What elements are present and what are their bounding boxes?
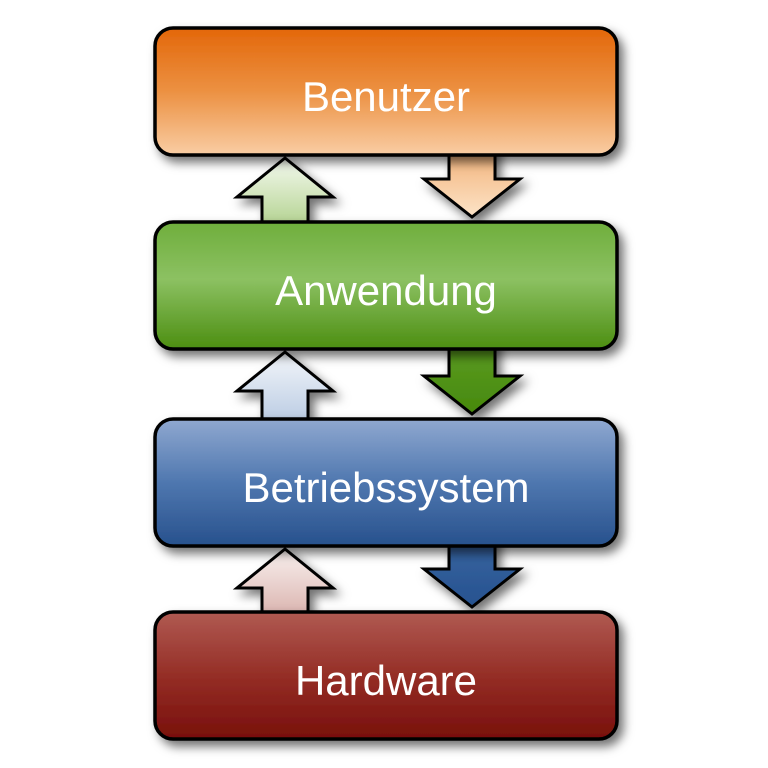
layer-label-betriebssystem: Betriebssystem — [242, 464, 529, 511]
layer-hardware: Hardware — [153, 610, 619, 741]
layer-box-anwendung — [153, 220, 619, 351]
layer-box-benutzer — [153, 26, 619, 157]
layer-label-hardware: Hardware — [295, 657, 477, 704]
layer-label-anwendung: Anwendung — [275, 267, 497, 314]
layer-anwendung: Anwendung — [153, 220, 619, 351]
layer-betriebssystem: Betriebssystem — [153, 417, 619, 548]
layer-benutzer: Benutzer — [153, 26, 619, 157]
layer-label-benutzer: Benutzer — [302, 73, 470, 120]
layer-box-betriebssystem — [153, 417, 619, 548]
layer-box-hardware — [153, 610, 619, 741]
